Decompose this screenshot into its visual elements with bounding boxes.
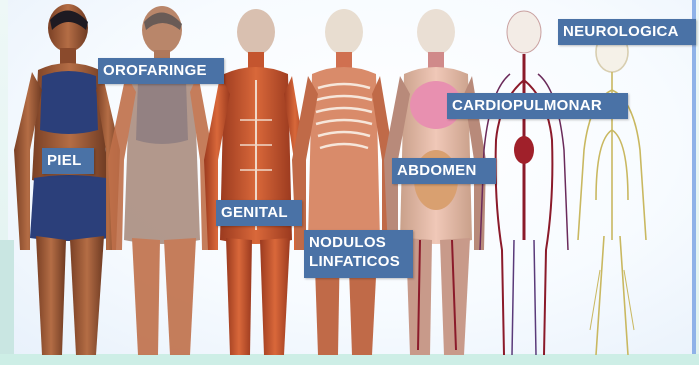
figure-lymphatic (292, 9, 394, 355)
label-orofaringe: OROFARINGE (98, 58, 224, 84)
label-piel: PIEL (42, 148, 94, 174)
label-nodulos-linfaticos: NODULOS LINFATICOS (304, 230, 413, 278)
figure-skin (14, 4, 120, 355)
label-genital: GENITAL (216, 200, 302, 226)
figure-nervous (578, 32, 646, 355)
label-neurologica: NEUROLOGICA (558, 19, 696, 45)
label-cardiopulmonar: CARDIOPULMONAR (447, 93, 628, 119)
label-abdomen: ABDOMEN (392, 158, 496, 184)
